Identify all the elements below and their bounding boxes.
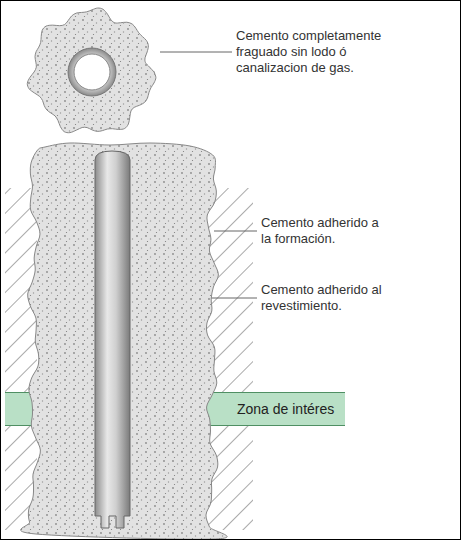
formation-hatching bbox=[205, 188, 253, 530]
leader-line bbox=[131, 298, 257, 299]
cement-column bbox=[21, 143, 228, 539]
callout-label: Cemento adherido al revestimiento. bbox=[261, 282, 386, 314]
callout-label: Cemento completamente fraguado sin lodo … bbox=[236, 28, 401, 76]
callout-label: Cemento adherido a la formación. bbox=[261, 215, 386, 247]
zone-band: Zona de intéres bbox=[5, 392, 345, 426]
zone-label: Zona de intéres bbox=[237, 401, 334, 417]
leader-line bbox=[160, 52, 232, 53]
leader-lines bbox=[131, 52, 257, 298]
formation-hatching bbox=[5, 188, 37, 530]
casing-ring bbox=[68, 48, 116, 96]
cement-cross-section bbox=[27, 8, 156, 133]
casing-bore bbox=[74, 54, 110, 90]
casing-pipe bbox=[95, 151, 130, 528]
leader-line bbox=[214, 231, 257, 232]
